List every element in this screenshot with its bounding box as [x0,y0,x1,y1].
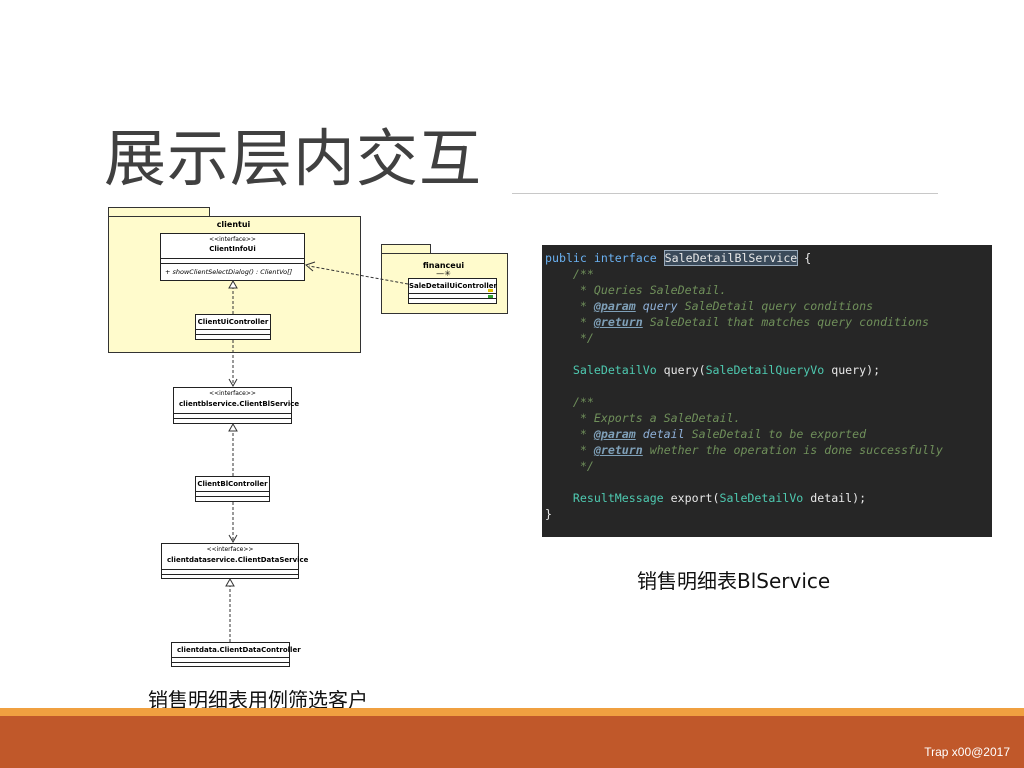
code-l13-pre [545,491,573,505]
code-l7-type2: SaleDetailQueryVo [705,363,825,377]
code-line-4: * @param query SaleDetail query conditio… [545,299,873,313]
clientblservice-stereotype: <<interface>> [209,390,256,397]
package-name-financeui: financeui [422,261,465,270]
clientinfoui-operation: + showClientSelectDialog() : ClientVo[] [165,268,293,276]
code-l13-end: detail); [803,491,867,505]
code-l10-tag: @param [593,427,636,441]
code-l4-param: query [635,299,678,313]
code-l11-tag: @return [593,443,643,457]
arrowhead-realization-3 [225,577,235,587]
code-line-12: */ [545,459,594,473]
clientinfoui-name: ClientInfoUi [209,245,256,253]
code-l13-type2: SaleDetailVo [719,491,804,505]
code-l13-type: ResultMessage [572,491,664,505]
code-line-5: * @return SaleDetail that matches query … [545,315,929,329]
clientblcontroller-name: ClientBlController [197,480,268,488]
arrowhead-dependency-1 [228,378,238,388]
code-brace-open: { [797,251,812,265]
footer-bar: Trap x00@2017 [0,716,1024,768]
clientuicontroller-name: ClientUiController [197,318,269,326]
code-l11-pre: * [545,443,594,457]
code-line-1: public interface SaleDetailBlService { [545,250,812,266]
code-line-3: * Queries SaleDetail. [545,283,727,297]
clientdataservice-divider [162,569,298,570]
saledetailuicontroller-divider [409,293,496,294]
code-l10-pre: * [545,427,594,441]
code-l7-pre [545,363,573,377]
code-line-14: } [545,507,552,521]
code-keyword: public interface [545,251,664,265]
code-line-2: /** [545,267,594,281]
connector-saledetailuicontroller-clientinfoui [308,265,409,285]
class-clientblcontroller: ClientBlController [195,476,270,502]
clientinfoui-divider [161,258,304,259]
code-panel: public interface SaleDetailBlService { /… [542,245,992,537]
clientdatacontroller-divider [172,657,289,658]
arrowhead-dependency-2 [228,534,238,544]
financeui-marker: —✳ [436,269,451,278]
footer-stripe [0,708,1024,716]
marker-yellow [488,289,493,292]
code-l5-tag: @return [593,315,643,329]
code-l11-rest: whether the operation is done successful… [642,443,943,457]
slide-title: 展示层内交互 [104,122,483,195]
code-l10-param: detail [635,427,685,441]
code-l5-rest: SaleDetail that matches query conditions [642,315,929,329]
clientdataservice-stereotype: <<interface>> [206,546,254,553]
clientinfoui-stereotype: <<interface>> [209,236,256,243]
arrowhead-dependency-3 [305,261,316,272]
class-clientblservice: <<interface>> clientblservice.ClientBlSe… [173,387,299,424]
code-l10-rest: SaleDetail to be exported [684,427,867,441]
clientdataservice-name: clientdataservice.ClientDataService [167,556,309,564]
code-line-11: * @return whether the operation is done … [545,443,943,457]
saledetailuicontroller-divider-2 [409,298,496,299]
text-caret [663,252,665,265]
code-line-6: */ [545,331,594,345]
class-clientdataservice: <<interface>> clientdataservice.ClientDa… [161,543,308,579]
clientinfoui-divider-2 [161,263,304,264]
code-l7-mid: query( [656,363,706,377]
clientblcontroller-divider [196,491,269,492]
code-caption: 销售明细表BlService [637,569,831,593]
clientuicontroller-divider [196,329,270,330]
code-line-9: * Exports a SaleDetail. [545,411,741,425]
class-clientinfoui: <<interface>> ClientInfoUi + showClientS… [160,233,305,281]
arrowhead-realization-1 [228,279,238,289]
clientdatacontroller-divider-2 [172,662,289,663]
clientdataservice-divider-2 [162,574,298,575]
code-l4-tag: @param [593,299,636,313]
code-interface-name: SaleDetailBlService [663,250,799,266]
code-line-10: * @param detail SaleDetail to be exporte… [545,427,866,441]
code-l13-mid: export( [663,491,720,505]
title-underline [512,193,938,194]
saledetailuicontroller-name: SaleDetailUiController [409,282,497,290]
code-line-7: SaleDetailVo query(SaleDetailQueryVo que… [545,363,880,377]
code-l4-pre: * [545,299,594,313]
code-l4-rest: SaleDetail query conditions [677,299,874,313]
clientblservice-name: clientblservice.ClientBlService [179,400,300,408]
clientblcontroller-divider-2 [196,496,269,497]
code-l7-type: SaleDetailVo [572,363,657,377]
clientblservice-divider [174,413,291,414]
footer-text: Trap x00@2017 [924,745,1010,759]
class-clientdatacontroller: clientdata.ClientDataController [171,642,301,667]
code-line-13: ResultMessage export(SaleDetailVo detail… [545,491,866,505]
marker-green [488,295,493,298]
arrowhead-realization-2 [228,422,238,432]
code-l7-end: query); [824,363,881,377]
code-line-8: /** [545,395,594,409]
code-l5-pre: * [545,315,594,329]
package-name-clientui: clientui [216,220,251,229]
class-clientuicontroller: ClientUiController [195,314,271,340]
clientdatacontroller-name: clientdata.ClientDataController [177,646,301,654]
clientuicontroller-divider-2 [196,334,270,335]
class-saledetailuicontroller: SaleDetailUiController [408,278,497,304]
clientblservice-divider-2 [174,418,291,419]
